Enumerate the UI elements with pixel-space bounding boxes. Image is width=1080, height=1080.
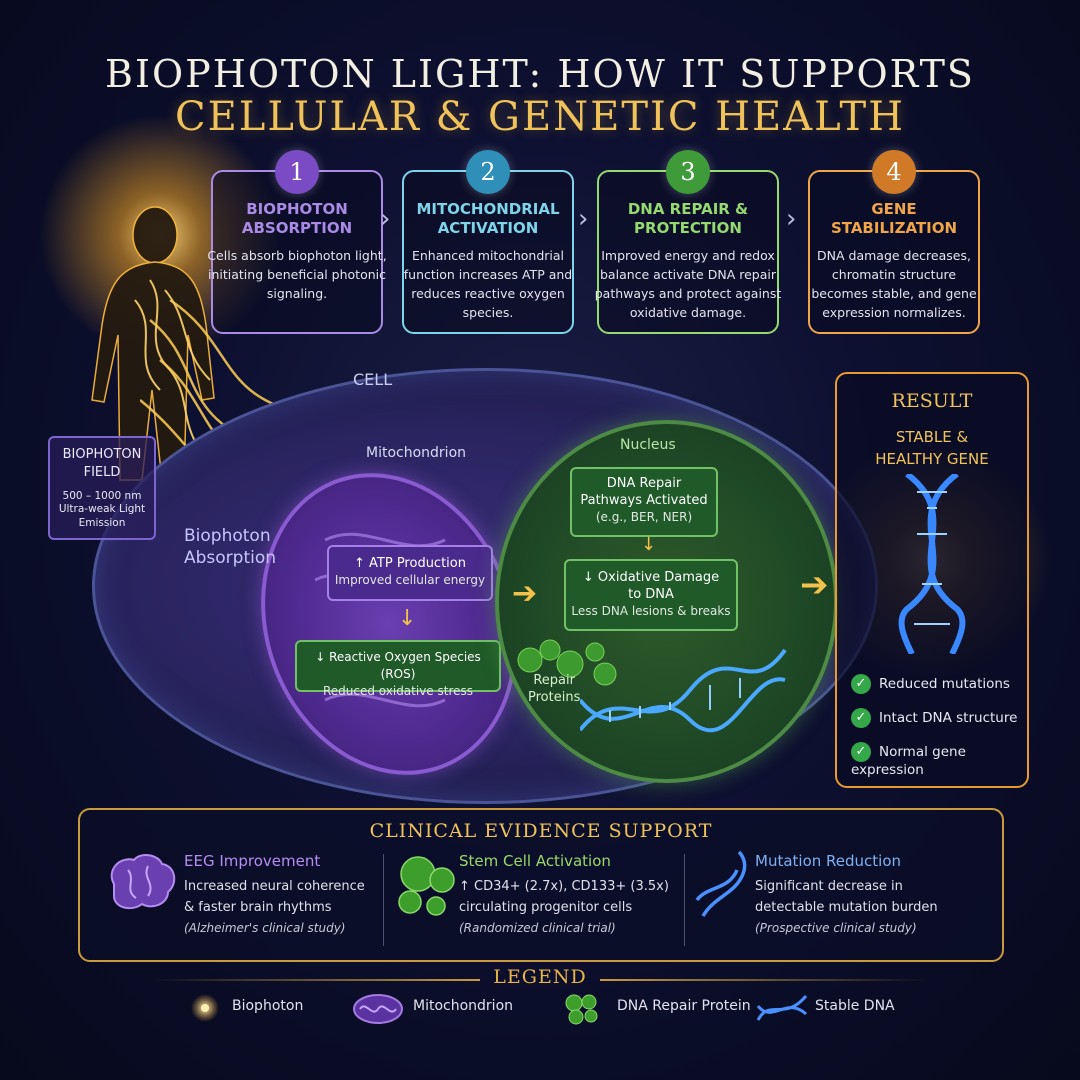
step-number-badge: 2 <box>466 150 510 194</box>
legend-item-biophoton: Biophoton <box>232 998 304 1014</box>
evidence-item-note: (Prospective clinical study) <box>755 921 917 935</box>
dna-helix-nucleus <box>580 648 787 733</box>
ros-sub: Reduced oxidative stress <box>322 684 474 698</box>
arrow-down-icon: ↓ <box>641 534 657 555</box>
clinical-evidence-panel: CLINICAL EVIDENCE SUPPORT EEG Improvemen… <box>78 808 1004 962</box>
step-description: Improved energy and redox balance activa… <box>594 248 782 320</box>
result-check-3: ✓Normal gene expression <box>851 742 966 778</box>
step-title: DNA REPAIR &PROTECTION <box>627 200 749 237</box>
human-figure-illustration <box>91 206 215 481</box>
result-title: RESULT <box>891 390 973 412</box>
ros-title: ↓ Reactive Oxygen Species (ROS) <box>315 650 481 681</box>
mitochondrion-legend-icon <box>353 994 403 1024</box>
evidence-item-eeg: EEG Improvement Increased neural coheren… <box>184 852 365 935</box>
repair-protein-cluster <box>517 639 617 686</box>
evidence-item-title: Mutation Reduction <box>755 852 902 870</box>
evidence-item-mutation: Mutation Reduction Significant decrease … <box>755 852 938 935</box>
nucleus-label: Nucleus <box>620 437 676 453</box>
arrow-right-icon: ➔ <box>512 576 538 611</box>
oxidative-damage-box: ↓ Oxidative Damage to DNA Less DNA lesio… <box>564 559 738 631</box>
oxidative-line2: to DNA <box>628 587 674 602</box>
oxidative-line1: ↓ Oxidative Damage <box>582 570 720 585</box>
dna-repair-sub: (e.g., BER, NER) <box>595 510 693 524</box>
evidence-item-title: EEG Improvement <box>184 852 321 870</box>
legend-item-mitochondrion: Mitochondrion <box>413 998 514 1014</box>
legend-item-stable-dna: Stable DNA <box>815 998 895 1014</box>
check-icon: ✓ <box>851 708 871 728</box>
chevron-right-icon: › <box>380 204 391 234</box>
dna-repair-line2: Pathways Activated <box>580 493 708 508</box>
legend-item-dna-repair-protein: DNA Repair Protein <box>617 998 751 1014</box>
step-description: DNA damage decreases, chromatin structur… <box>811 248 977 320</box>
legend-title: LEGEND <box>493 966 587 988</box>
atp-title: ↑ ATP Production <box>354 556 466 571</box>
cristae-pattern <box>314 532 456 708</box>
step-description: Cells absorb biophoton light, initiating… <box>207 248 387 301</box>
step-number-badge: 1 <box>275 150 319 194</box>
ros-box: ↓ Reactive Oxygen Species (ROS) Reduced … <box>295 640 501 698</box>
repair-protein-legend-icon <box>565 994 598 1025</box>
evidence-item-note: (Randomized clinical trial) <box>459 921 616 935</box>
step-description: Enhanced mitochondrial function increase… <box>403 248 573 320</box>
oxidative-sub: Less DNA lesions & breaks <box>571 604 731 618</box>
title-line1: BIOPHOTON LIGHT: HOW IT SUPPORTS <box>105 52 975 96</box>
result-panel: RESULT STABLE &HEALTHY GENE ✓Reduced mut… <box>835 372 1029 788</box>
stem-cell-icon <box>398 856 455 916</box>
chevron-right-icon: › <box>578 204 589 234</box>
step-number-badge: 4 <box>872 150 916 194</box>
legend-divider-left <box>150 979 480 981</box>
step-card-3: 3 DNA REPAIR &PROTECTION Improved energy… <box>595 150 781 334</box>
check-icon: ✓ <box>851 674 871 694</box>
result-check-1: ✓Reduced mutations <box>851 674 1010 694</box>
check-icon: ✓ <box>851 742 871 762</box>
biophoton-legend-icon <box>191 994 219 1022</box>
chevron-right-icon: › <box>786 204 797 234</box>
brain-icon <box>110 854 176 910</box>
arrow-right-icon: ➔ <box>800 565 829 605</box>
title-line2: CELLULAR & GENETIC HEALTH <box>174 94 906 140</box>
atp-production-box: ↑ ATP Production Improved cellular energ… <box>327 545 493 601</box>
evidence-divider <box>383 854 384 946</box>
mitochondrion-label: Mitochondrion <box>366 445 467 461</box>
stable-dna-icon <box>898 474 966 654</box>
dna-icon <box>695 850 747 917</box>
atp-sub: Improved cellular energy <box>334 573 486 587</box>
result-subtitle: STABLE &HEALTHY GENE <box>875 428 989 468</box>
evidence-title: CLINICAL EVIDENCE SUPPORT <box>369 820 713 842</box>
field-range: 500 – 1000 nm <box>62 490 142 502</box>
evidence-item-note: (Alzheimer's clinical study) <box>184 921 346 935</box>
evidence-item-stem-cell: Stem Cell Activation ↑ CD34+ (2.7x), CD1… <box>459 852 669 935</box>
evidence-divider <box>684 854 685 946</box>
step-number-badge: 3 <box>666 150 710 194</box>
result-check-2: ✓Intact DNA structure <box>851 708 1017 728</box>
cell-label: CELL <box>353 370 393 389</box>
evidence-item-title: Stem Cell Activation <box>459 852 611 870</box>
legend-divider-right <box>600 979 930 981</box>
dna-repair-line1: DNA Repair <box>606 476 682 491</box>
arrow-down-icon: ↓ <box>398 606 417 631</box>
evidence-item-desc: Increased neural coherence& faster brain… <box>184 879 365 915</box>
stable-dna-legend-icon <box>756 995 808 1021</box>
dna-repair-box: DNA Repair Pathways Activated (e.g., BER… <box>570 467 718 537</box>
evidence-item-desc: ↑ CD34+ (2.7x), CD133+ (3.5x)circulating… <box>459 879 669 915</box>
